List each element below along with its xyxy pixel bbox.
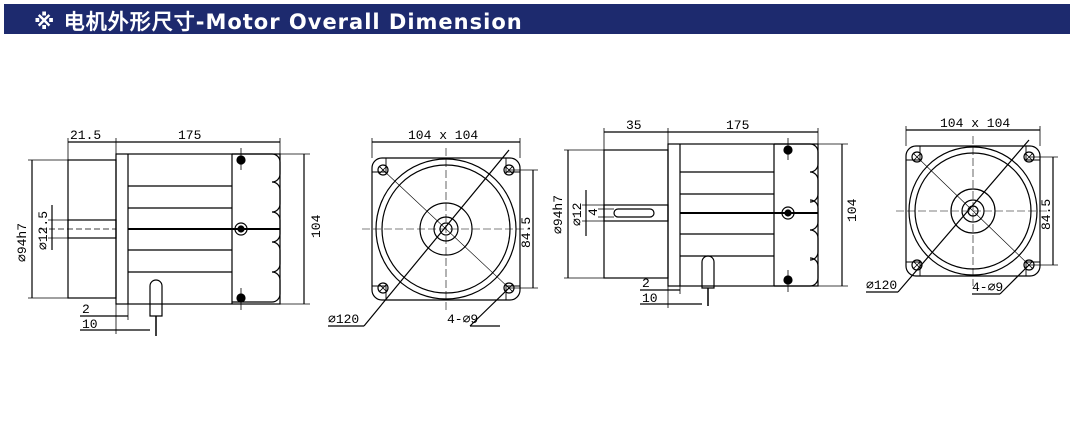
side-view-round-shaft: 21.5 175 ⌀94h7 ⌀12.5 104 2 10 — [15, 128, 324, 336]
front-view-2: 104 x 104 84.5 ⌀120 4-⌀9 — [866, 116, 1058, 295]
cable-gland — [149, 279, 163, 317]
dim-outer-diameter: ⌀94h7 — [15, 223, 30, 262]
section-header: ※ 电机外形尺寸-Motor Overall Dimension — [4, 4, 1070, 34]
dim-holes-2: 4-⌀9 — [972, 280, 1003, 295]
dim-shaft-length: 35 — [626, 118, 642, 133]
dim-holes: 4-⌀9 — [447, 312, 478, 327]
dim-flange-length: 21.5 — [70, 128, 101, 143]
section-title: ※ 电机外形尺寸-Motor Overall Dimension — [34, 10, 523, 34]
dim-outer-diameter-2: ⌀94h7 — [551, 195, 566, 234]
dim-height: 104 — [309, 214, 324, 238]
dim-10-b: 10 — [642, 291, 658, 306]
motor-body-2 — [667, 143, 819, 287]
dim-shaft-diameter: ⌀12.5 — [36, 211, 51, 250]
dim-square: 104 x 104 — [408, 128, 478, 143]
dim-10: 10 — [82, 317, 98, 332]
dim-flange-diameter-2: ⌀120 — [866, 278, 897, 293]
dim-pcd-2: 84.5 — [1039, 199, 1054, 230]
bolt-icon — [234, 222, 248, 236]
dim-2: 2 — [82, 302, 90, 317]
dim-2-b: 2 — [642, 276, 650, 291]
dim-body-length-2: 175 — [726, 118, 749, 133]
front-view-1: 104 x 104 84.5 ⌀120 4-⌀9 — [328, 128, 538, 327]
dim-square-2: 104 x 104 — [940, 116, 1010, 131]
side-view-keyed-shaft: 35 175 ⌀94h7 ⌀12 4 104 2 10 — [551, 118, 860, 308]
dim-body-length: 175 — [178, 128, 201, 143]
dim-shaft-diameter-2: ⌀12 — [570, 203, 585, 226]
dim-flange-diameter: ⌀120 — [328, 312, 359, 327]
dim-pcd: 84.5 — [519, 217, 534, 248]
dim-key: 4 — [586, 208, 601, 216]
dim-height-2: 104 — [845, 198, 860, 222]
